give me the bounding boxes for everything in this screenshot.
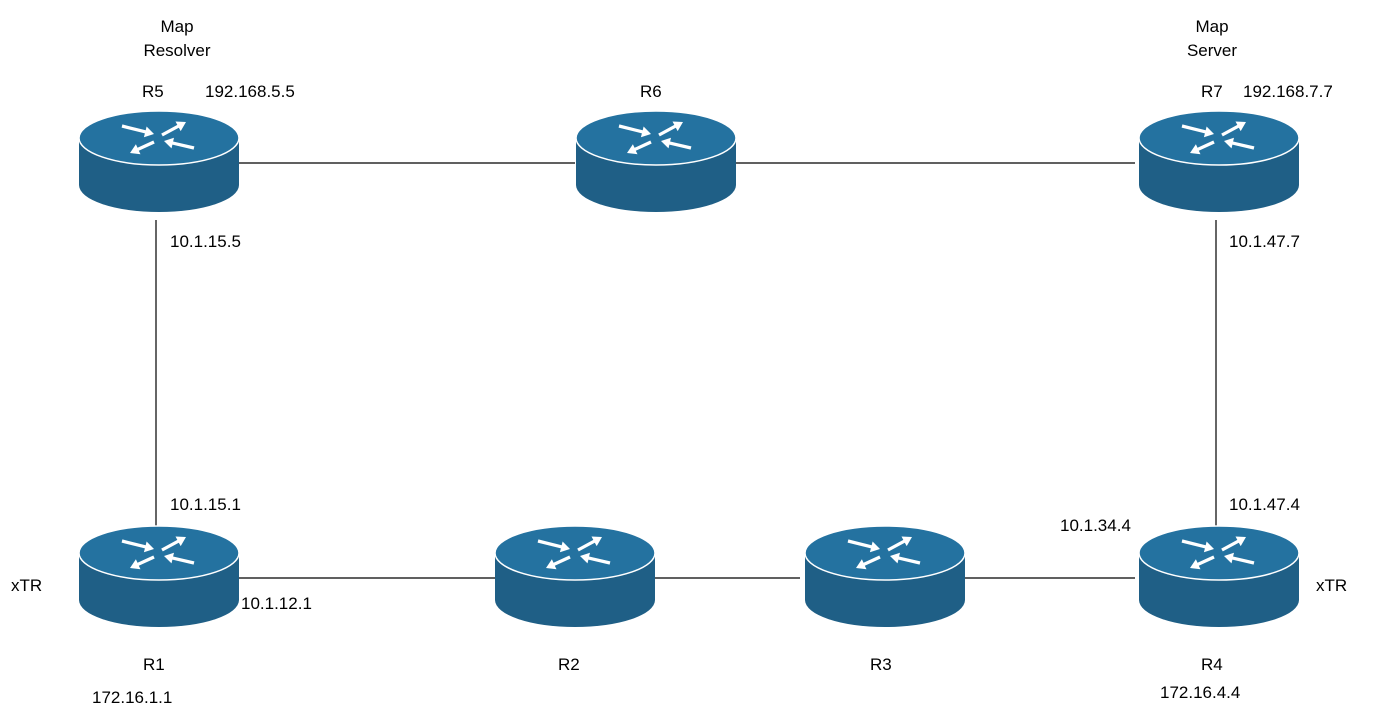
ip-r7-link: 10.1.47.7 xyxy=(1229,232,1300,251)
router-name-r6: R6 xyxy=(640,82,662,101)
router-r2-icon xyxy=(490,523,660,633)
ip-r4-loopback: 172.16.4.4 xyxy=(1160,683,1241,702)
router-name-r2: R2 xyxy=(558,655,580,674)
router-name-r3: R3 xyxy=(870,655,892,674)
router-name-r7: R7 xyxy=(1201,82,1223,101)
router-name-r1: R1 xyxy=(143,655,165,674)
role-label-r5: Map Resolver xyxy=(143,17,211,60)
router-r4-icon xyxy=(1134,523,1304,633)
router-name-r4: R4 xyxy=(1201,655,1223,674)
ip-r7-loopback: 192.168.7.7 xyxy=(1243,82,1333,101)
router-r7-icon xyxy=(1134,108,1304,218)
ip-r5-link: 10.1.15.5 xyxy=(170,232,241,251)
ip-r4-to-r3: 10.1.34.4 xyxy=(1060,516,1131,535)
ip-r5-loopback: 192.168.5.5 xyxy=(205,82,295,101)
router-r6-icon xyxy=(571,108,741,218)
router-r1-icon xyxy=(74,523,244,633)
role-label-r4: xTR xyxy=(1316,576,1348,595)
router-r5-icon xyxy=(74,108,244,218)
ip-r4-to-r7: 10.1.47.4 xyxy=(1229,495,1300,514)
ip-r1-to-r2: 10.1.12.1 xyxy=(241,594,312,613)
role-label-r1: xTR xyxy=(11,576,43,595)
ip-r1-to-r5: 10.1.15.1 xyxy=(170,495,241,514)
router-r3-icon xyxy=(800,523,970,633)
role-label-r7: Map Server xyxy=(1186,17,1238,60)
router-name-r5: R5 xyxy=(142,82,164,101)
ip-r1-loopback: 172.16.1.1 xyxy=(92,688,173,707)
